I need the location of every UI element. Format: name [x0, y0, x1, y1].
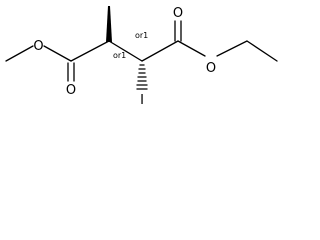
- atom-label-oxygen-carbonyl-left: O: [66, 83, 76, 98]
- hashed-wedge-bond-iodine: [136, 64, 148, 90]
- bond-center-1-to-center-2: [108, 40, 143, 62]
- bond-carbonyl-right-ester-oxygen: [177, 40, 206, 57]
- stereo-label-center-2: or1: [135, 31, 148, 40]
- bond-ester-oxygen-left-carbonyl: [43, 45, 72, 62]
- bond-methyl-ester-oxygen-left: [5, 45, 34, 62]
- stereo-label-center-1: or1: [113, 51, 126, 60]
- bond-ester-oxygen-right-ch2: [216, 40, 248, 57]
- chemical-structure: O O O O I or1 or1: [5, 6, 278, 108]
- bond-ethyl-ch2-ch3: [246, 40, 278, 62]
- atom-label-oxygen-ester-left: O: [33, 39, 43, 54]
- atom-label-iodine: I: [140, 93, 144, 108]
- bond-carbonyl-left-to-center-1: [70, 40, 110, 62]
- atom-label-oxygen-ester-right: O: [206, 61, 216, 76]
- wedge-bond-methyl: [106, 6, 112, 42]
- atom-label-oxygen-carbonyl-right: O: [173, 6, 183, 21]
- bond-center-2-to-carbonyl-right: [141, 40, 179, 62]
